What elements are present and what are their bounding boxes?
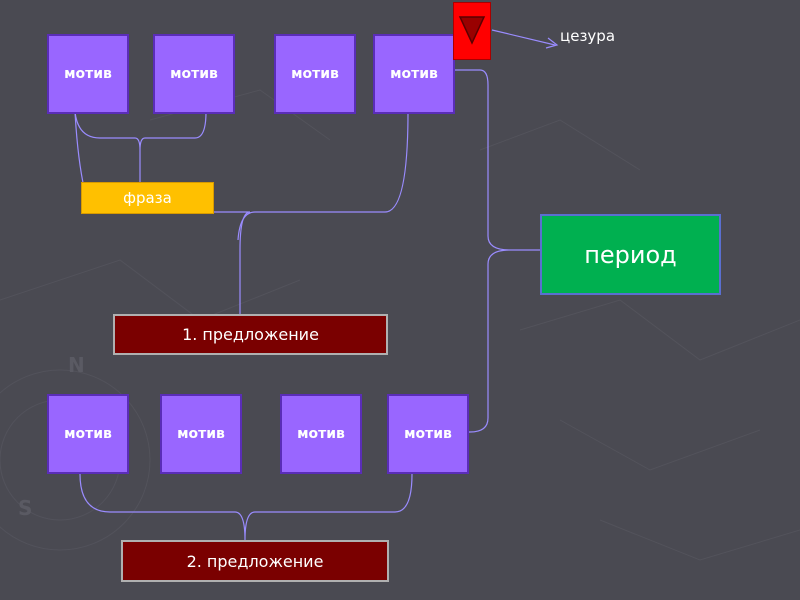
motif-label: мотив — [64, 66, 112, 82]
period-label: период — [584, 240, 677, 269]
sentence-1-label: 1. предложение — [182, 325, 319, 344]
sentence-1-box: 1. предложение — [113, 314, 388, 355]
motif-bottom-3: мотив — [280, 394, 362, 474]
motif-label: мотив — [390, 66, 438, 82]
period-box: период — [540, 214, 721, 295]
motif-label: мотив — [64, 426, 112, 442]
caesura-marker — [453, 2, 491, 60]
svg-text:S: S — [18, 496, 32, 520]
motif-label: мотив — [291, 66, 339, 82]
sentence-2-box: 2. предложение — [121, 540, 389, 582]
motif-top-2: мотив — [153, 34, 235, 114]
motif-label: мотив — [404, 426, 452, 442]
motif-label: мотив — [177, 426, 225, 442]
motif-top-3: мотив — [274, 34, 356, 114]
motif-bottom-2: мотив — [160, 394, 242, 474]
phrase-box: фраза — [81, 182, 214, 214]
motif-label: мотив — [170, 66, 218, 82]
sentence-2-label: 2. предложение — [186, 551, 324, 571]
motif-bottom-4: мотив — [387, 394, 469, 474]
motif-bottom-1: мотив — [47, 394, 129, 474]
caesura-triangle-icon — [458, 16, 486, 45]
motif-top-4: мотив — [373, 34, 455, 114]
phrase-label: фраза — [123, 189, 172, 207]
motif-label: мотив — [297, 426, 345, 442]
svg-text:N: N — [68, 353, 85, 377]
motif-top-1: мотив — [47, 34, 129, 114]
caesura-label: цезура — [560, 27, 616, 45]
